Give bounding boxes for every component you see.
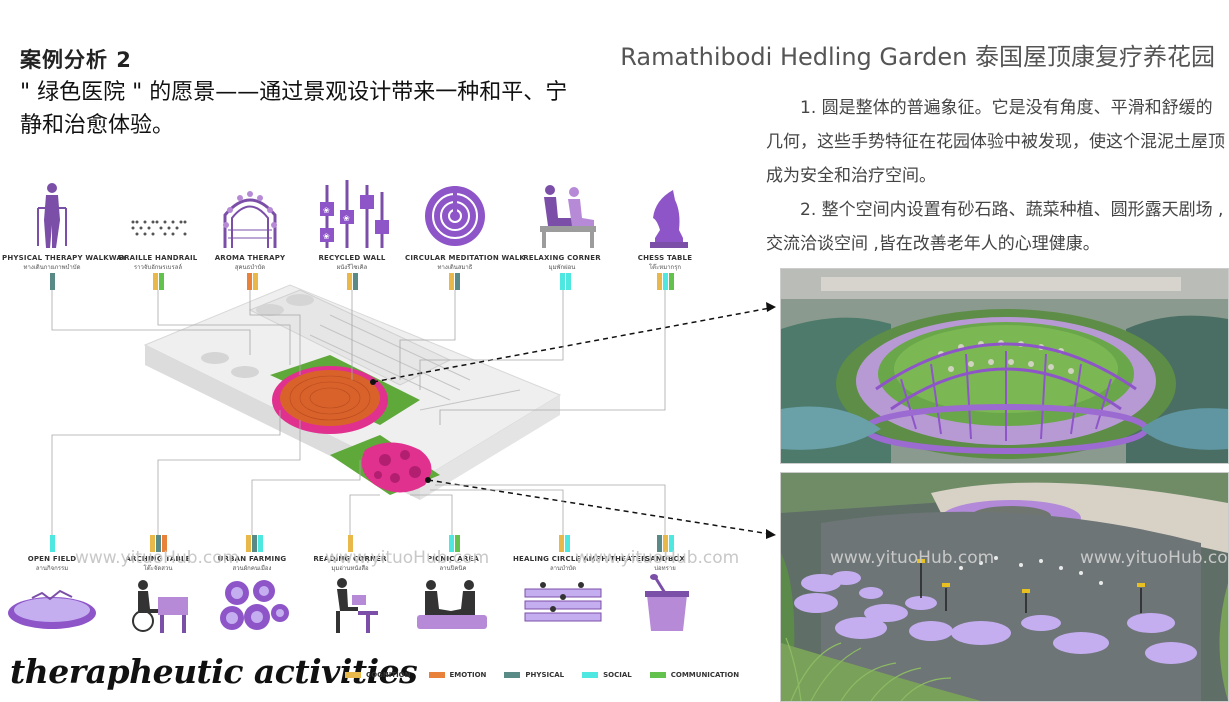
description-para-1: 1. 圆是整体的普遍象征。它是没有角度、平滑和舒缓的几何，这些手势特征在花园体验… (766, 98, 1225, 186)
walker-person-icon (37, 183, 67, 248)
bottom-label-5: PICNIC AREA (426, 555, 480, 563)
activity-healing-circle-amphitheater: HEALING CIRCLE AMPHITHEATER ลานบำบัด (513, 535, 647, 639)
activity-arching-table: ARCHING TABLE โต๊ะจัดสวน (108, 535, 208, 639)
braille-dots-icon (131, 220, 187, 236)
top-label-1: PHYSICAL THERAPY WALKWAY (2, 254, 127, 262)
bottom-sub-4: มุมอ่านหนังสือ (331, 565, 369, 572)
section-title: therapheutic activities (10, 652, 418, 691)
top-sub-2: ราวจับอักษรเบรลล์ (133, 264, 183, 271)
wheelchair-table-icon (132, 580, 188, 633)
top-label-4: RECYCLED WALL (318, 254, 386, 262)
activity-open-field: OPEN FIELD ลานกิจกรรม (2, 535, 102, 639)
activity-picnic-area: PICNIC AREA ลานปิคนิค (403, 535, 503, 639)
recycled-wall-icon: ❀ ❀ ❀ (320, 180, 389, 248)
svg-text:❀: ❀ (343, 214, 350, 223)
legend-physical: PHYSICAL (504, 671, 564, 679)
bottom-label-2: ARCHING TABLE (125, 555, 191, 563)
activity-sandbox: SANDBOX บ่อทราย (615, 535, 715, 639)
photo-healing-circle (780, 472, 1229, 702)
bottom-sub-7: บ่อทราย (654, 565, 676, 572)
relaxing-people-icon (540, 185, 596, 248)
bottom-sub-1: ลานกิจกรรม (35, 565, 69, 572)
activity-recycled-wall: ❀ ❀ ❀ RECYCLED WALL ผนังรีไซเคิล (302, 180, 402, 290)
bottom-label-1: OPEN FIELD (27, 555, 77, 563)
top-label-6: RELAXING CORNER (523, 254, 601, 262)
flower-arch-icon (223, 191, 277, 248)
activity-physical-therapy-walkway: PHYSICAL THERAPY WALKWAY ทางเดินกายภาพบำ… (2, 180, 127, 290)
cabbage-icon (220, 580, 289, 630)
top-sub-6: มุมพักผ่อน (548, 264, 576, 271)
legend-cognition: COGNITION (345, 671, 411, 679)
case-title: 案例分析 2 (20, 48, 132, 72)
activity-aroma-therapy: AROMA THERAPY สุคนธบำบัด (200, 180, 300, 290)
spiral-maze-icon (425, 186, 485, 246)
legend-communication: COMMUNICATION (649, 671, 739, 679)
top-label-7: CHESS TABLE (637, 254, 693, 262)
bottom-activities-row: OPEN FIELD ลานกิจกรรม ARCHING TABLE โต๊ะ… (0, 535, 780, 635)
reading-person-icon (336, 578, 378, 633)
top-sub-3: สุคนธบำบัด (234, 264, 266, 271)
watermark-3: www.yituoHub.com (575, 548, 740, 568)
top-sub-5: ทางเดินสมาธิ (437, 264, 473, 271)
bottom-label-6: HEALING CIRCLE AMPHITHEATER (513, 555, 647, 563)
amphitheater-icon (524, 582, 602, 622)
description-para-2: 2. 整个空间内设置有砂石路、蔬菜种植、圆形露天剧场 ,交流洽谈空间 ,皆在改善… (766, 200, 1224, 254)
top-label-3: AROMA THERAPY (214, 254, 286, 262)
top-sub-7: โต๊ะหมากรุก (648, 264, 682, 271)
watermark-2: www.yituoHub.com (325, 548, 490, 568)
open-field-icon (8, 589, 96, 629)
activity-reading-corner: READING CORNER มุมอ่านหนังสือ (300, 535, 400, 639)
top-sub-4: ผนังรีไซเคิล (336, 264, 368, 271)
activity-circular-meditation-walk: CIRCULAR MEDITATION WALK ทางเดินสมาธิ (405, 180, 526, 290)
case-subtitle: " 绿色医院 " 的愿景——通过景观设计带来一种和平、宁静和治愈体验。 (20, 80, 568, 138)
watermark-5: www.yituoHub.com (1080, 548, 1229, 568)
chess-knight-icon (650, 190, 688, 248)
bottom-sub-5: ลานปิคนิค (439, 565, 467, 572)
description: 1. 圆是整体的普遍象征。它是没有角度、平滑和舒缓的几何，这些手势特征在花园体验… (766, 91, 1226, 261)
svg-text:❀: ❀ (323, 206, 330, 215)
watermark-1: www.yituoHub.com (75, 548, 240, 568)
picnic-people-icon (417, 580, 487, 629)
legend-social: SOCIAL (582, 671, 632, 679)
bottom-label-7: SANDBOX (645, 555, 685, 563)
activity-braille-handrail: BRAILLE HANDRAIL ราวจับอักษรเบรลล์ (108, 180, 208, 290)
site-axonometric-diagram (51, 284, 776, 539)
legend: COGNITION EMOTION PHYSICAL SOCIAL COMMUN… (345, 671, 739, 679)
photo-circular-garden (780, 268, 1229, 464)
main-title: Ramathibodi Hedling Garden 泰国屋顶康复疗养花园 (620, 43, 1215, 71)
bottom-label-4: READING CORNER (313, 555, 387, 563)
top-activities-row: PHYSICAL THERAPY WALKWAY ทางเดินกายภาพบำ… (0, 180, 780, 290)
sandbox-icon (645, 574, 689, 631)
top-sub-1: ทางเดินกายภาพบำบัด (23, 264, 81, 271)
bottom-sub-2: โต๊ะจัดสวน (143, 565, 173, 572)
legend-emotion: EMOTION (428, 671, 486, 679)
activity-relaxing-corner: RELAXING CORNER มุมพักผ่อน (512, 180, 612, 290)
svg-text:❀: ❀ (323, 232, 330, 241)
top-label-5: CIRCULAR MEDITATION WALK (405, 254, 526, 262)
bottom-sub-6: ลานบำบัด (549, 565, 577, 572)
top-label-2: BRAILLE HANDRAIL (118, 254, 198, 262)
activity-chess-table: CHESS TABLE โต๊ะหมากรุก (615, 180, 715, 290)
watermark-4: www.yituoHub.com (830, 548, 995, 568)
bottom-label-3: URBAN FARMING (217, 555, 287, 563)
activity-urban-farming: URBAN FARMING สวนผักคนเมือง (202, 535, 302, 639)
bottom-sub-3: สวนผักคนเมือง (232, 565, 272, 572)
